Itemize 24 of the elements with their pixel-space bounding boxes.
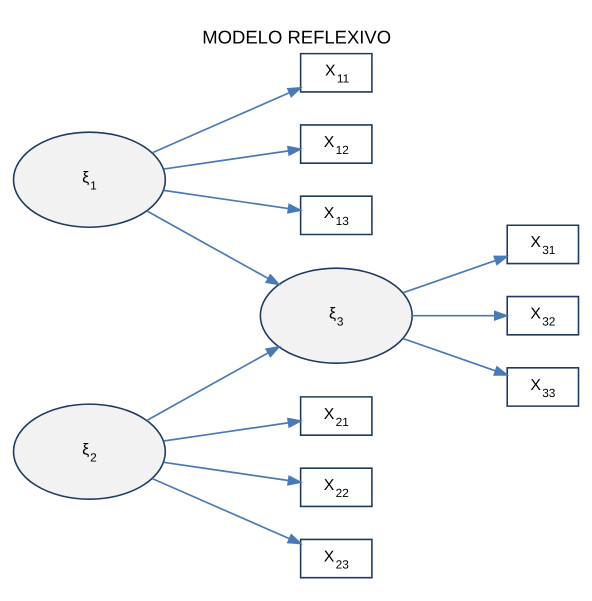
node-box: X$_{13}$ bbox=[300, 195, 373, 236]
node-ellipse: ξ$_{3}$ bbox=[260, 267, 413, 364]
arrow bbox=[146, 346, 282, 422]
node-box: X$_{21}$ bbox=[300, 396, 373, 436]
diagram-title: MODELO REFLEXIVO bbox=[202, 26, 392, 48]
node-box: X$_{23}$ bbox=[300, 538, 373, 579]
node-box: X$_{31}$ bbox=[506, 224, 580, 264]
arrow bbox=[164, 461, 303, 486]
arrow bbox=[152, 86, 303, 154]
node-box: X$_{12}$ bbox=[300, 124, 373, 164]
node-box: X$_{22}$ bbox=[300, 467, 373, 508]
arrow bbox=[164, 146, 303, 170]
node-ellipse: ξ$_{1}$ bbox=[12, 131, 166, 228]
arrow bbox=[402, 256, 510, 294]
arrow bbox=[164, 418, 303, 442]
node-box: X$_{32}$ bbox=[506, 296, 580, 336]
arrow bbox=[152, 478, 303, 545]
node-box: X$_{11}$ bbox=[300, 52, 373, 93]
node-ellipse: ξ$_{2}$ bbox=[12, 403, 166, 500]
arrow bbox=[402, 338, 510, 376]
arrow bbox=[164, 190, 303, 214]
node-box: X$_{33}$ bbox=[506, 367, 580, 407]
arrow bbox=[146, 210, 282, 286]
arrow bbox=[412, 310, 510, 322]
